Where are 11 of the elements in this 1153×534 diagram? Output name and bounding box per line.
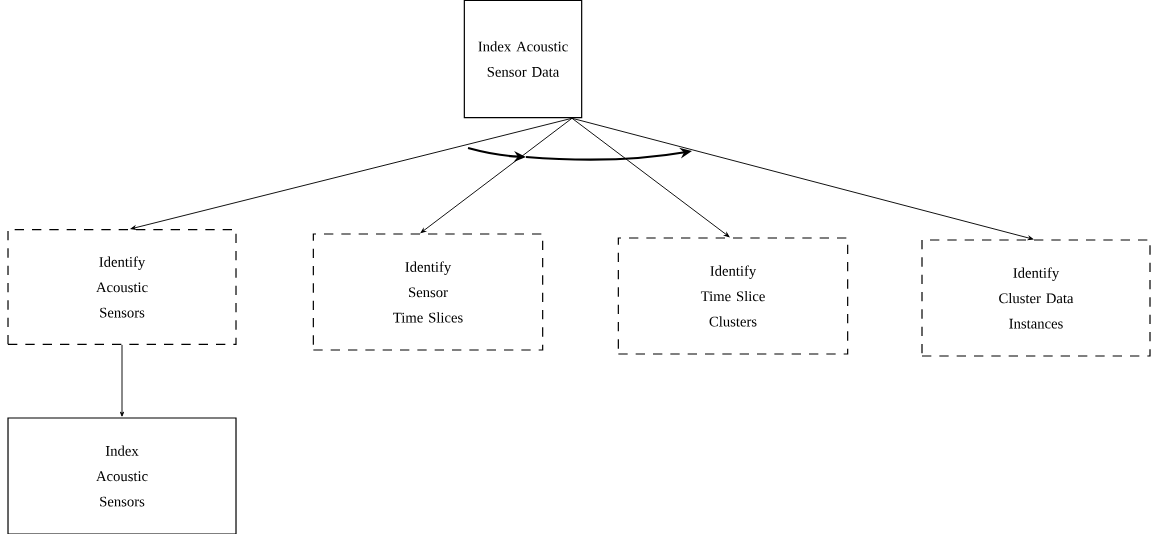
arrow xyxy=(420,117,573,234)
arrow xyxy=(571,117,730,238)
arrow xyxy=(119,344,125,417)
arrow xyxy=(571,117,1034,241)
arrow xyxy=(130,117,573,230)
task-box: Identify Time Slice Clusters xyxy=(617,237,849,355)
task-box: Identify Acoustic Sensors xyxy=(7,229,237,345)
process-box: Index Acoustic Sensors xyxy=(7,417,237,534)
task-box: Identify Sensor Time Slices xyxy=(312,233,544,351)
process-box: Index Acoustic Sensor Data xyxy=(463,0,583,119)
task-box: Identify Cluster Data Instances xyxy=(921,239,1151,357)
